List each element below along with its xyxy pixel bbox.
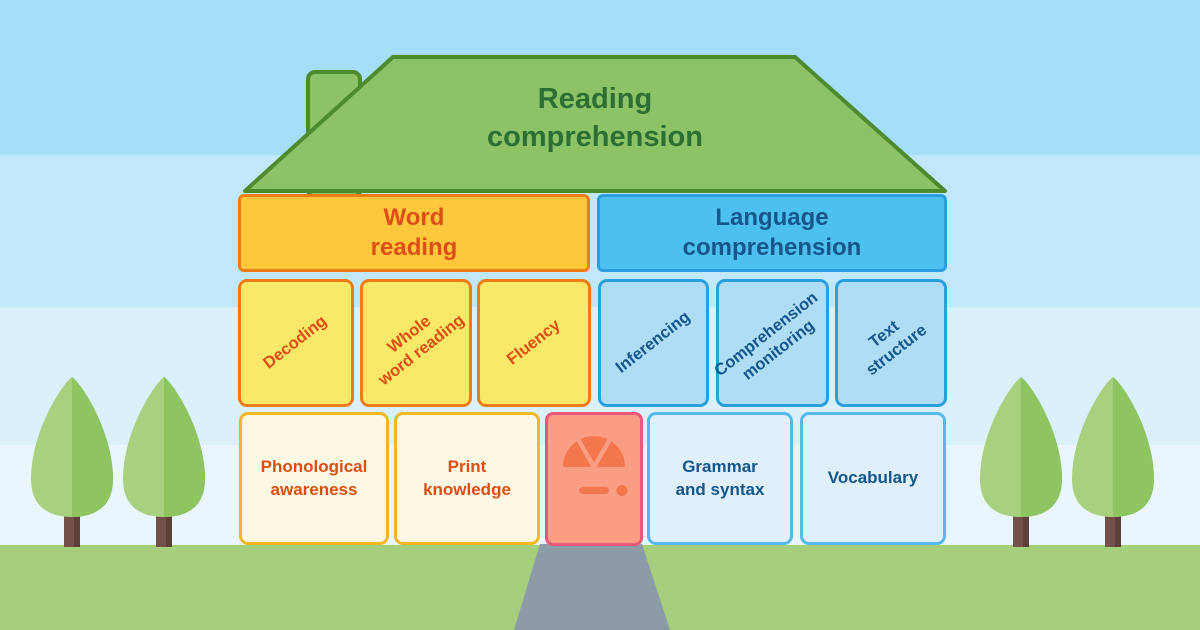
tile-vocabulary-label: Vocabulary	[827, 468, 919, 488]
tile-decoding: Decoding	[238, 279, 354, 407]
word-reading-header-label: Word reading	[370, 204, 458, 261]
tile-inferencing: Inferencing	[598, 279, 709, 407]
roof-title: Reading comprehension	[487, 83, 703, 154]
tile-whole-word-reading-label: Whole word reading	[375, 311, 468, 390]
tile-fluency: Fluency	[477, 279, 591, 407]
language-comprehension-header: Language comprehension	[597, 194, 947, 272]
front-path	[514, 544, 670, 630]
tree	[27, 375, 117, 547]
tile-grammar-and-syntax-label: Grammar and syntax	[675, 457, 765, 499]
tile-fluency-label: Fluency	[503, 315, 564, 369]
language-comprehension-header-label: Language comprehension	[682, 204, 862, 261]
tree	[976, 375, 1066, 547]
tile-comprehension-monitoring: Comprehension monitoring	[711, 279, 829, 407]
tile-print-knowledge-label: Print knowledge	[423, 457, 511, 499]
tile-phonological-awareness-label: Phonological awareness	[260, 457, 368, 499]
tile-inferencing-label: Inferencing	[612, 307, 694, 377]
front-door	[545, 412, 643, 546]
tile-whole-word-reading: Whole word reading	[360, 279, 472, 407]
tile-text-structure-label: Text structure	[862, 317, 931, 380]
tree	[1068, 375, 1158, 547]
door-knob-icon	[616, 485, 628, 496]
door-decoration	[563, 436, 628, 496]
door-letterbox-icon	[579, 487, 609, 494]
tile-vocabulary: Vocabulary	[800, 412, 946, 545]
tile-grammar-and-syntax: Grammar and syntax	[647, 412, 793, 545]
tree	[119, 375, 209, 547]
word-reading-header: Word reading	[238, 194, 590, 272]
door-fanlight-dividers	[576, 437, 612, 470]
tile-phonological-awareness: Phonological awareness	[239, 412, 389, 545]
tile-decoding-label: Decoding	[260, 312, 331, 373]
tile-print-knowledge: Print knowledge	[394, 412, 540, 545]
tile-text-structure: Text structure	[835, 279, 947, 407]
tile-comprehension-monitoring-label: Comprehension monitoring	[710, 288, 821, 384]
door-fanlight-icon	[563, 436, 625, 467]
